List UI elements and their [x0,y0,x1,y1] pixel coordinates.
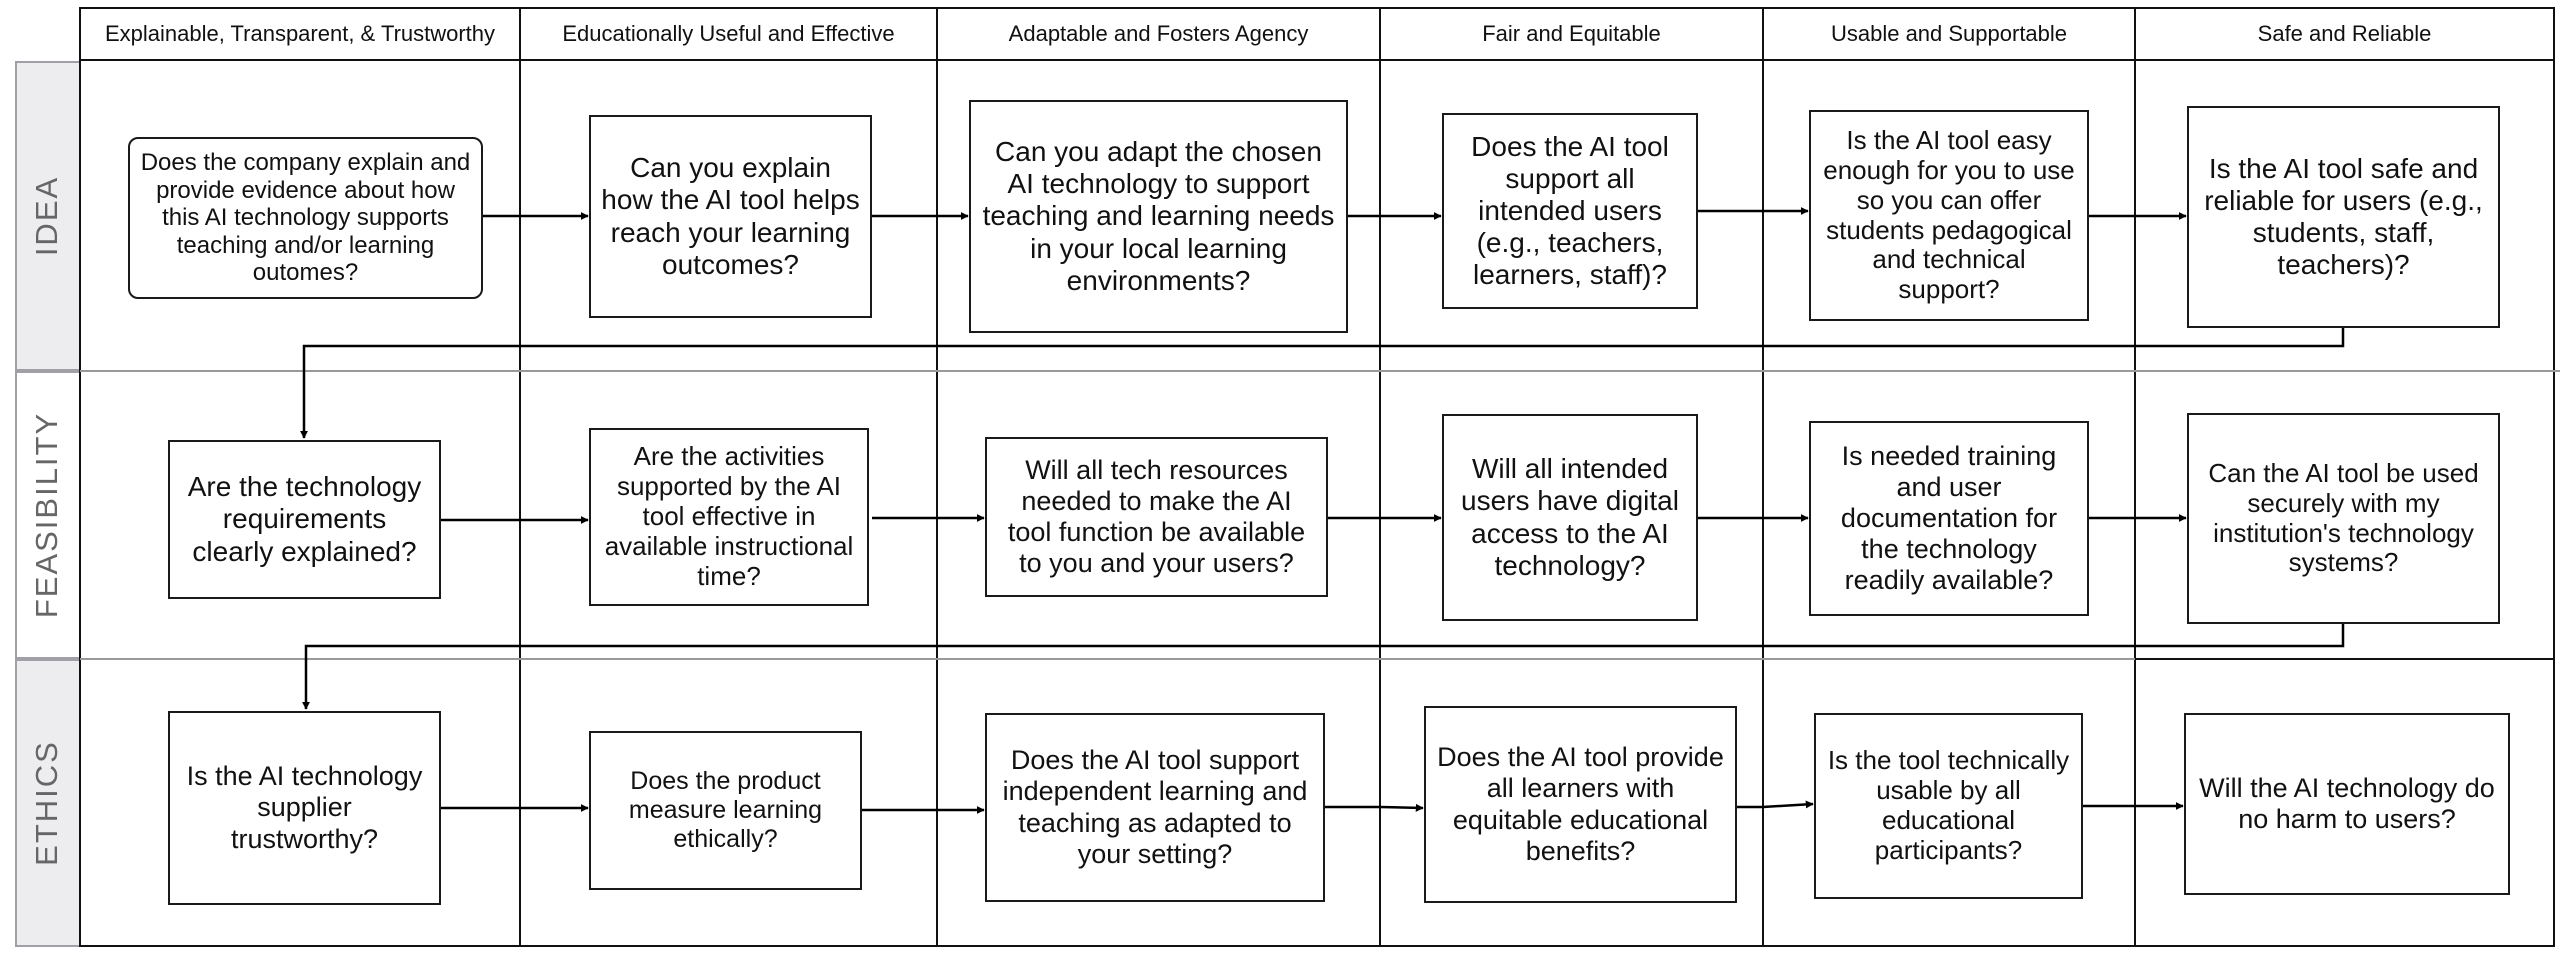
idea-educational-box: Can you explain how the AI tool helps re… [589,115,872,318]
row-tab-bg-feasibility [15,371,81,659]
idea-adaptable-box: Can you adapt the chosen AI technology t… [969,100,1348,333]
column-header-safe: Safe and Reliable [2257,21,2432,46]
row-label-feasibility: FEASIBILITY [29,411,64,619]
ethics-explainable-box: Is the AI technology supplier trustworth… [168,711,441,905]
idea-fair-box: Does the AI tool support all intended us… [1442,113,1698,309]
row-label-idea: IDEA [29,175,65,257]
column-header-adaptable: Adaptable and Fosters Agency [1008,21,1309,46]
column-header-usable: Usable and Supportable [1830,21,2068,46]
column-header-fair: Fair and Equitable [1482,21,1661,46]
idea-usable-box: Is the AI tool easy enough for you to us… [1809,110,2089,321]
feasibility-educational-box: Are the activities supported by the AI t… [589,428,869,606]
ethics-adaptable-box: Does the AI tool support independent lea… [985,713,1325,902]
row-tab-bg-ethics [15,659,81,947]
feasibility-fair-box: Will all intended users have digital acc… [1442,414,1698,621]
column-header-explainable: Explainable, Transparent, & Trustworthy [104,21,496,46]
feasibility-usable-box: Is needed training and user documentatio… [1809,421,2089,616]
ethics-safe-box: Will the AI technology do no harm to use… [2184,713,2510,895]
ethics-educational-box: Does the product measure learning ethica… [589,731,862,890]
feasibility-adaptable-box: Will all tech resources needed to make t… [985,437,1328,597]
feasibility-safe-box: Can the AI tool be used securely with my… [2187,413,2500,624]
ethics-fair-box: Does the AI tool provide all learners wi… [1424,706,1737,903]
feasibility-explainable-box: Are the technology requirements clearly … [168,440,441,599]
idea-safe-box: Is the AI tool safe and reliable for use… [2187,106,2500,328]
row-tab-bg-idea [15,61,81,371]
idea-explainable-box: Does the company explain and provide evi… [128,137,483,299]
row-label-ethics: ETHICS [29,740,64,866]
ethics-usable-box: Is the tool technically usable by all ed… [1814,713,2083,899]
column-header-educationally-useful: Educationally Useful and Effective [562,21,895,46]
